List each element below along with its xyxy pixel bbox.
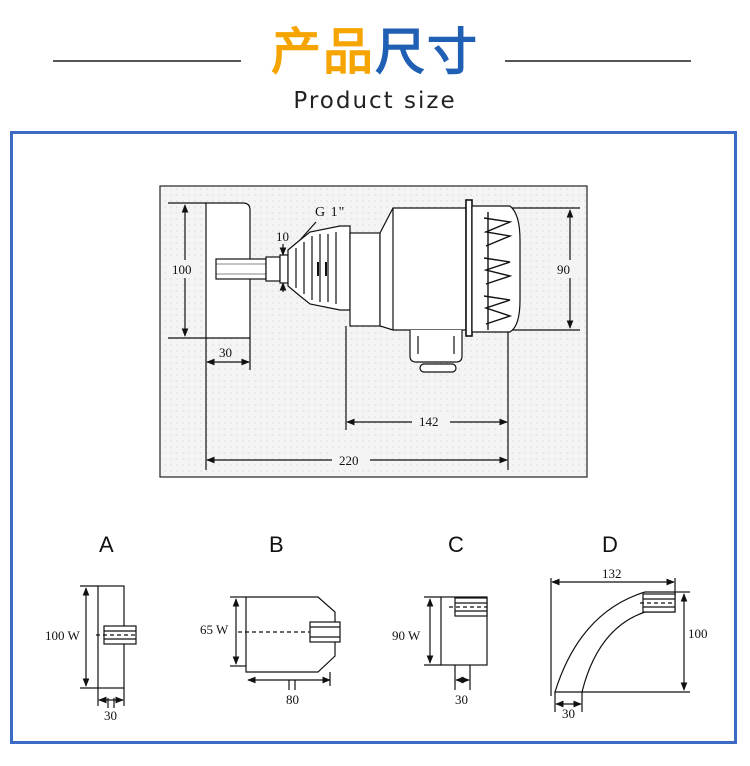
variant-d-height-label: 100 — [688, 626, 708, 641]
variant-c-width-label: 30 — [455, 692, 468, 707]
thread-label: G 1" — [315, 205, 345, 220]
dim-30-label: 30 — [219, 345, 232, 360]
variant-d — [550, 578, 690, 712]
main-drawing-labels: G 1" 10 100 90 30 142 220 — [172, 205, 570, 468]
variant-c-height-label: 90 W — [392, 628, 421, 643]
dim-90-label: 90 — [557, 262, 570, 277]
variant-a — [80, 585, 137, 708]
variant-b-letter: B — [269, 532, 284, 557]
variant-d-top-label: 132 — [602, 566, 622, 581]
dim-100-label: 100 — [172, 262, 192, 277]
title-part-1: 产品 — [271, 23, 375, 81]
dim-142-label: 142 — [419, 414, 439, 429]
variant-d-letter: D — [602, 532, 618, 557]
page-title: 产品尺寸 — [0, 22, 750, 82]
variant-d-width-label: 30 — [562, 706, 575, 721]
page-subtitle: Product size — [293, 88, 457, 114]
title-part-2: 尺寸 — [375, 23, 479, 81]
variant-c-letter: C — [448, 532, 464, 557]
header-line-left — [53, 60, 241, 62]
variant-b-width-label: 80 — [286, 692, 299, 707]
variant-c — [424, 596, 488, 690]
variant-a-width-label: 30 — [104, 708, 117, 723]
variant-b-height-label: 65 W — [200, 622, 229, 637]
housing-flange — [465, 199, 473, 337]
variant-a-height-label: 100 W — [45, 628, 81, 643]
variant-b — [230, 596, 341, 690]
header-line-right — [505, 60, 691, 62]
dim-10-label: 10 — [276, 229, 289, 244]
cable-gland — [409, 330, 463, 363]
shaft — [215, 258, 267, 280]
main-drawing — [159, 185, 588, 478]
housing-cap — [471, 205, 521, 333]
variant-a-letter: A — [99, 532, 114, 557]
content-frame — [10, 131, 737, 744]
dim-220-label: 220 — [339, 453, 359, 468]
